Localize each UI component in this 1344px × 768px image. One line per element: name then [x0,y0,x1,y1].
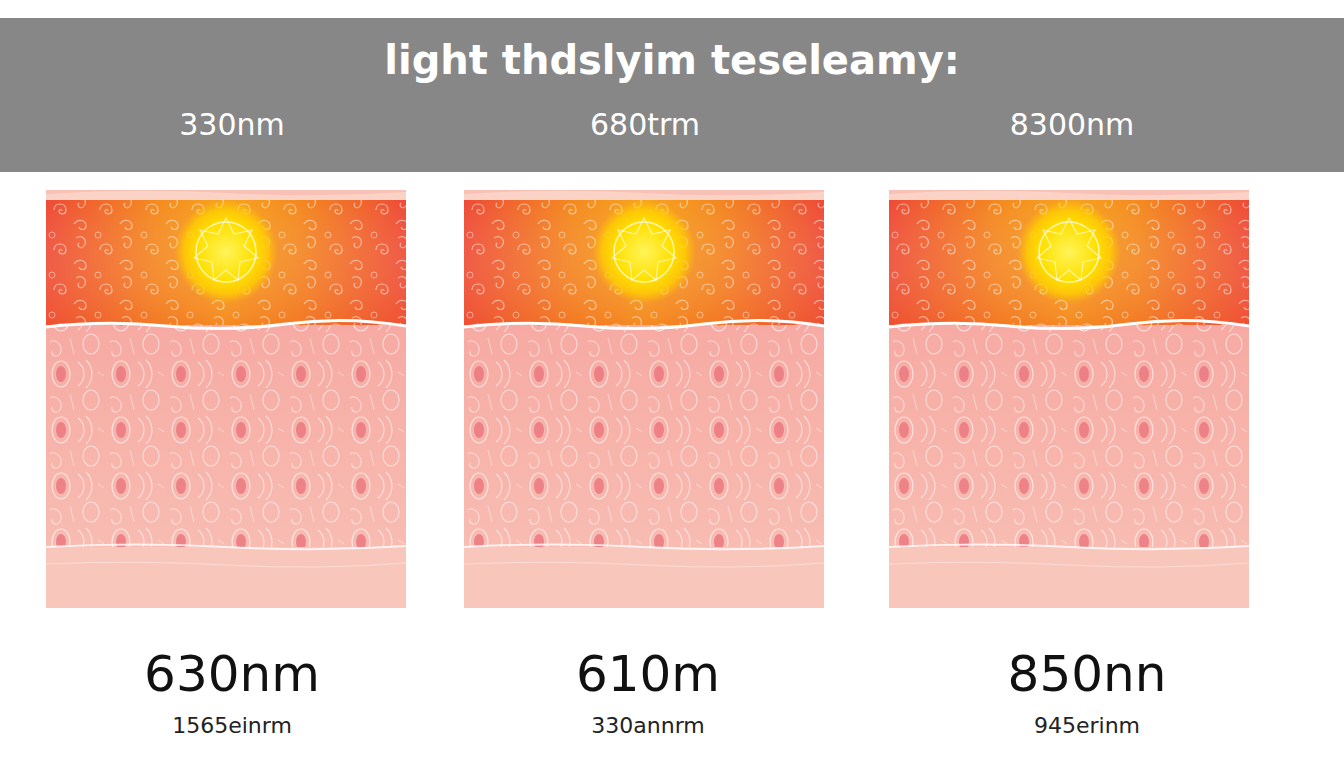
wavelength-sublabel: 945erinm [1034,714,1140,738]
skin-panel [464,190,824,608]
wavelength-heading: 8300nm [1010,108,1135,141]
skin-panel [46,190,406,608]
wavelength-sublabel: 1565einrm [172,714,292,738]
skin-panel [889,190,1249,608]
wavelength-label: 850nn [1008,647,1167,702]
wavelength-heading: 330nm [179,108,285,141]
title-bar [0,18,1344,172]
wavelength-label: 630nm [144,647,320,702]
wavelength-sublabel: 330annrm [591,714,704,738]
wavelength-label: 610m [576,647,720,702]
diagram-title: light thdslyim teseleamy: [384,38,960,82]
wavelength-heading: 680trm [590,108,700,141]
